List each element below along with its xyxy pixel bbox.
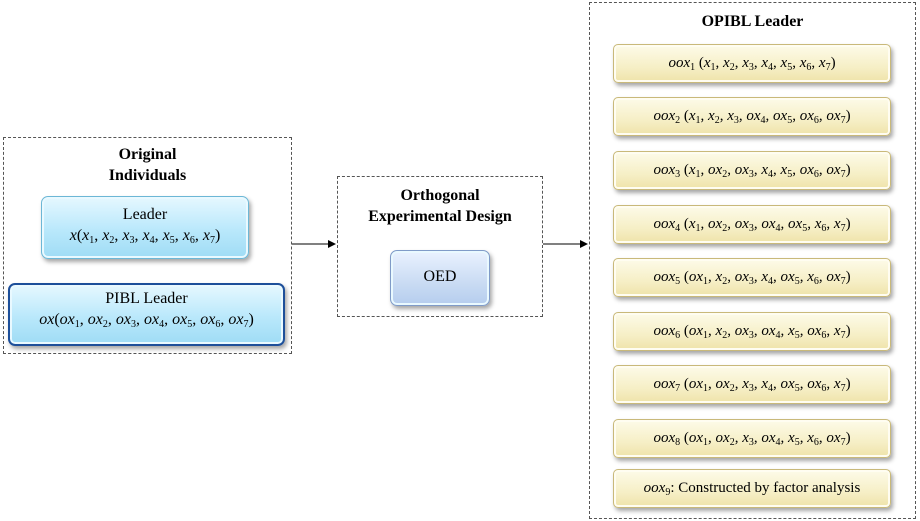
opibl-item-6: oox6 (ox1, x2, ox3, ox4, x5, ox6, x7) — [613, 312, 891, 351]
original-individuals-title: Original Individuals — [4, 144, 291, 186]
leader-expression: x(x1, x2, x3, x4, x5, x6, x7) — [69, 227, 221, 246]
orthogonal-design-title: Orthogonal Experimental Design — [338, 185, 542, 227]
opibl-item-4: oox4 (x1, ox2, ox3, ox4, ox5, x6, x7) — [613, 205, 891, 244]
orthogonal-design-group: Orthogonal Experimental Design — [337, 176, 543, 317]
oed-title-line1: Orthogonal — [400, 187, 480, 204]
original-title-line2: Individuals — [108, 167, 187, 184]
pibl-leader-label: PIBL Leader — [105, 290, 188, 307]
opibl-item-3: oox3 (x1, ox2, ox3, x4, x5, ox6, ox7) — [613, 151, 891, 190]
oed-box: OED — [390, 250, 490, 306]
original-title-line1: Original — [118, 146, 177, 163]
pibl-leader-box: PIBL Leader ox(ox1, ox2, ox3, ox4, ox5, … — [8, 283, 285, 346]
leader-label: Leader — [122, 206, 168, 223]
opibl-leader-title: OPIBL Leader — [701, 13, 804, 30]
leader-box: Leader x(x1, x2, x3, x4, x5, x6, x7) — [41, 196, 249, 259]
opibl-item-5: oox5 (ox1, x2, ox3, x4, ox5, x6, ox7) — [613, 258, 891, 297]
opibl-item-2: oox2 (x1, x2, x3, ox4, ox5, ox6, ox7) — [613, 97, 891, 136]
opibl-item-8: oox8 (ox1, ox2, x3, ox4, x5, x6, ox7) — [613, 419, 891, 458]
opibl-item-1: oox1 (x1, x2, x3, x4, x5, x6, x7) — [613, 44, 891, 83]
opibl-item-9: oox9: Constructed by factor analysis — [613, 469, 891, 508]
pibl-leader-expression: ox(ox1, ox2, ox3, ox4, ox5, ox6, ox7) — [39, 311, 254, 330]
opibl-item-7: oox7 (ox1, ox2, x3, x4, ox5, ox6, x7) — [613, 365, 891, 404]
oed-title-line2: Experimental Design — [368, 208, 512, 225]
